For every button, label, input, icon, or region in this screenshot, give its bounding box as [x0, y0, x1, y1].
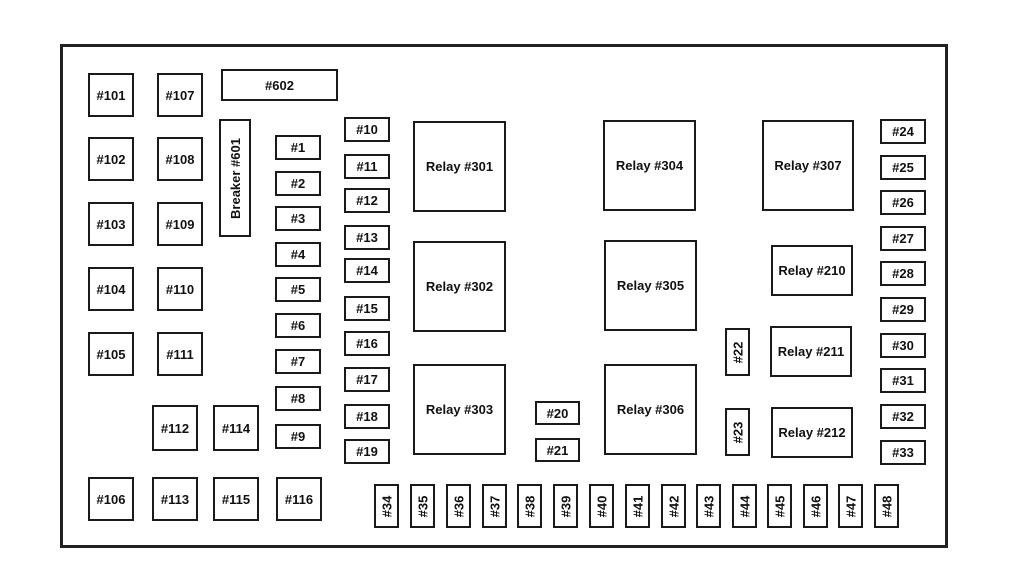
fuse-34: #34 [374, 484, 399, 528]
fuse-40: #40 [589, 484, 614, 528]
fuse-6: #6 [275, 313, 321, 338]
fuse-30: #30 [880, 333, 926, 358]
fuse-35: #35 [410, 484, 435, 528]
fuse-114: #114 [213, 405, 259, 451]
fuse-22-label: #22 [730, 341, 746, 363]
fuse-23: #23 [725, 408, 750, 456]
fuse-17: #17 [344, 367, 390, 392]
fuse-13: #13 [344, 225, 390, 250]
fuse-25: #25 [880, 155, 926, 180]
fuse-113: #113 [152, 477, 198, 521]
fuse-24: #24 [880, 119, 926, 144]
fuse-111: #111 [157, 332, 203, 376]
fuse-35-label: #35 [415, 495, 431, 517]
fuse-37: #37 [482, 484, 507, 528]
fuse-36-label: #36 [451, 495, 467, 517]
fuse-16: #16 [344, 331, 390, 356]
fuse-46-label: #46 [808, 495, 824, 517]
fuse-9: #9 [275, 424, 321, 449]
fuse-104: #104 [88, 267, 134, 311]
breaker-601-label: Breaker #601 [227, 137, 243, 219]
fuse-38-label: #38 [522, 495, 538, 517]
fuse-8: #8 [275, 386, 321, 411]
fuse-43-label: #43 [701, 495, 717, 517]
fuse-22: #22 [725, 328, 750, 376]
fuse-41: #41 [625, 484, 650, 528]
fuse-33: #33 [880, 440, 926, 465]
fuse-116: #116 [276, 477, 322, 521]
fuse-112: #112 [152, 405, 198, 451]
fuse-32: #32 [880, 404, 926, 429]
fuse-39-label: #39 [558, 495, 574, 517]
relay-210: Relay #210 [771, 245, 853, 296]
fuse-28: #28 [880, 261, 926, 286]
fuse-31: #31 [880, 368, 926, 393]
fuse-40-label: #40 [594, 495, 610, 517]
fuse-46: #46 [803, 484, 828, 528]
fuse-10: #10 [344, 117, 390, 142]
fuse-panel [60, 44, 948, 548]
fuse-3: #3 [275, 206, 321, 231]
fuse-109: #109 [157, 202, 203, 246]
fuse-105: #105 [88, 332, 134, 376]
fuse-44: #44 [732, 484, 757, 528]
relay-303: Relay #303 [413, 364, 506, 455]
fuse-1: #1 [275, 135, 321, 160]
fuse-11: #11 [344, 154, 390, 179]
fuse-115: #115 [213, 477, 259, 521]
fuse-34-label: #34 [379, 495, 395, 517]
fuse-602: #602 [221, 69, 338, 101]
fuse-44-label: #44 [737, 495, 753, 517]
fuse-27: #27 [880, 226, 926, 251]
fuse-42-label: #42 [666, 495, 682, 517]
relay-304: Relay #304 [603, 120, 696, 211]
fuse-102: #102 [88, 137, 134, 181]
fuse-41-label: #41 [630, 495, 646, 517]
fuse-29: #29 [880, 297, 926, 322]
fuse-39: #39 [553, 484, 578, 528]
fuse-108: #108 [157, 137, 203, 181]
fuse-101: #101 [88, 73, 134, 117]
fuse-110: #110 [157, 267, 203, 311]
fuse-5: #5 [275, 277, 321, 302]
fuse-47: #47 [838, 484, 863, 528]
fuse-45: #45 [767, 484, 792, 528]
fuse-15: #15 [344, 296, 390, 321]
fuse-107: #107 [157, 73, 203, 117]
fuse-21: #21 [535, 438, 580, 462]
fuse-38: #38 [517, 484, 542, 528]
relay-307: Relay #307 [762, 120, 854, 211]
fuse-2: #2 [275, 171, 321, 196]
relay-306: Relay #306 [604, 364, 697, 455]
fuse-20: #20 [535, 401, 580, 425]
relay-211: Relay #211 [770, 326, 852, 377]
fuse-19: #19 [344, 439, 390, 464]
fuse-106: #106 [88, 477, 134, 521]
fuse-48: #48 [874, 484, 899, 528]
fuse-26: #26 [880, 190, 926, 215]
fuse-36: #36 [446, 484, 471, 528]
fuse-7: #7 [275, 349, 321, 374]
fuse-14: #14 [344, 258, 390, 283]
fuse-37-label: #37 [487, 495, 503, 517]
fuse-18: #18 [344, 404, 390, 429]
fuse-42: #42 [661, 484, 686, 528]
fuse-12: #12 [344, 188, 390, 213]
fuse-23-label: #23 [730, 421, 746, 443]
relay-212: Relay #212 [771, 407, 853, 458]
breaker-601: Breaker #601 [219, 119, 251, 237]
relay-302: Relay #302 [413, 241, 506, 332]
relay-305: Relay #305 [604, 240, 697, 331]
relay-301: Relay #301 [413, 121, 506, 212]
fuse-103: #103 [88, 202, 134, 246]
fuse-47-label: #47 [843, 495, 859, 517]
fuse-48-label: #48 [879, 495, 895, 517]
fuse-45-label: #45 [772, 495, 788, 517]
fuse-43: #43 [696, 484, 721, 528]
fuse-4: #4 [275, 242, 321, 267]
